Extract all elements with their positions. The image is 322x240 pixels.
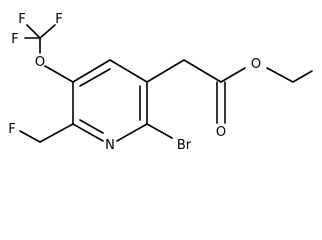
bond-ring-c4-c5 <box>109 59 148 83</box>
atom-f-top-left: F <box>18 12 25 27</box>
bond-ring-c3-c4 <box>72 59 111 83</box>
bond-ethyl-ch3 <box>292 70 313 83</box>
bond-c2-ch2 <box>39 123 74 143</box>
bond-cf3-f-top-left <box>26 24 41 39</box>
bond-c6-br <box>146 123 173 139</box>
atom-o-ester: O <box>251 57 261 72</box>
structure-canvas: F F F O F N Br O O <box>8 12 313 153</box>
atom-o-ether: O <box>35 55 45 70</box>
bond-ch2-carbonyl <box>183 59 222 83</box>
bond-ring-c6-n <box>116 123 148 142</box>
atom-f-left: F <box>11 32 18 47</box>
bond-ring-c3-c4-inner <box>79 68 111 87</box>
bond-ch2-f <box>19 130 41 143</box>
bond-cf3-f-top-mid <box>39 24 56 39</box>
atom-n-ring: N <box>105 138 115 153</box>
bond-o-ethyl-ch2 <box>266 67 294 83</box>
bond-carbonyl-o-ester <box>220 67 246 83</box>
bond-c5-ch2 <box>146 59 185 83</box>
bond-o-ring <box>44 65 74 83</box>
molecule-drawing: F F F O F N Br O O <box>8 12 313 153</box>
atom-f-top-mid: F <box>55 12 62 27</box>
atom-f-fluoromethyl: F <box>8 122 15 137</box>
bond-ring-n-c2-inner <box>79 119 104 134</box>
bond-ring-n-c2 <box>72 123 104 142</box>
atom-o-carbonyl: O <box>216 125 226 140</box>
atom-br: Br <box>177 138 192 153</box>
